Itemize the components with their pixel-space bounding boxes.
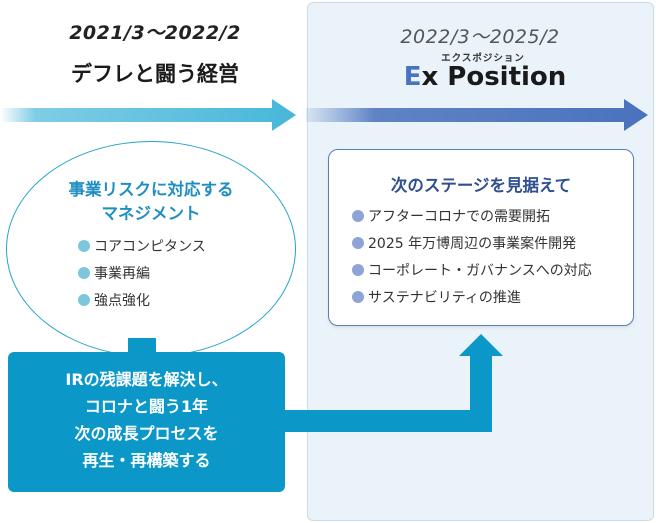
bullet-dot-icon — [352, 209, 364, 222]
left-period-label: 2021/3〜2022/2 — [69, 22, 241, 44]
next-stage-list: アフターコロナでの需要開拓 2025 年万博周辺の事業案件開発 コーポレート・ガ… — [352, 202, 592, 310]
right-heading: Ex Position — [355, 62, 615, 92]
next-stage-title: 次のステージを見据えて — [390, 176, 572, 195]
list-item-label: アフターコロナでの需要開拓 — [368, 208, 550, 225]
list-item-label: 強点強化 — [94, 292, 150, 309]
recovery-goal-line: コロナと闘う1年 — [84, 397, 209, 416]
recovery-goal-line: IRの残課題を解決し、 — [65, 370, 228, 389]
risk-management-list: コアコンピタンス 事業再編 強点強化 — [78, 232, 206, 313]
recovery-goal-box — [8, 352, 285, 492]
bullet-dot-icon — [78, 266, 90, 279]
right-period-label: 2022/3〜2025/2 — [400, 26, 560, 48]
bullet-dot-icon — [78, 293, 90, 306]
bullet-dot-icon — [78, 239, 90, 252]
risk-management-title-line2: マネジメント — [101, 204, 201, 223]
next-stage-box — [328, 149, 634, 326]
bullet-dot-icon — [352, 236, 364, 249]
list-item: アフターコロナでの需要開拓 — [352, 202, 592, 229]
risk-management-ellipse — [6, 141, 296, 357]
list-item-label: サステナビリティの推進 — [368, 289, 521, 306]
right-heading-accent: E — [403, 62, 422, 92]
right-heading-ruby: エクスポジション — [441, 53, 525, 64]
list-item: コーポレート・ガバナンスへの対応 — [352, 256, 592, 283]
list-item-label: 2025 年万博周辺の事業案件開発 — [368, 235, 577, 252]
bullet-dot-icon — [352, 263, 364, 276]
list-item: コアコンピタンス — [78, 232, 206, 259]
left-timeline-arrow — [0, 99, 296, 131]
recovery-goal-text: IRの残課題を解決し、 コロナと闘う1年 次の成長プロセスを 再生・再構築する — [8, 366, 285, 474]
list-item: サステナビリティの推進 — [352, 283, 592, 310]
recovery-goal-line: 再生・再構築する — [82, 451, 211, 470]
right-timeline-arrow — [306, 99, 648, 131]
list-item-label: コーポレート・ガバナンスへの対応 — [368, 262, 592, 279]
list-item: 事業再編 — [78, 259, 206, 286]
risk-management-title: 事業リスクに対応する マネジメント — [6, 178, 296, 226]
list-item: 強点強化 — [78, 286, 206, 313]
list-item-label: 事業再編 — [94, 265, 150, 282]
list-item-label: コアコンピタンス — [94, 238, 206, 255]
recovery-goal-line: 次の成長プロセスを — [74, 424, 219, 443]
risk-management-title-line1: 事業リスクに対応する — [68, 180, 234, 199]
list-item: 2025 年万博周辺の事業案件開発 — [352, 229, 592, 256]
right-heading-rest: x Position — [421, 62, 567, 92]
bullet-dot-icon — [352, 290, 364, 303]
left-heading: デフレと闘う経営 — [71, 62, 239, 86]
